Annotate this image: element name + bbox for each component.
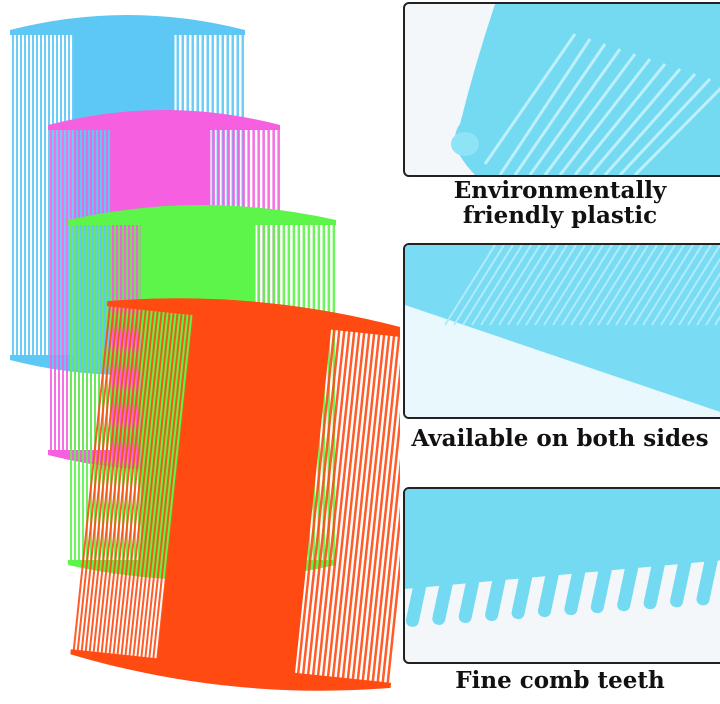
- caption-both-sides: Available on both sides: [400, 426, 720, 451]
- detail-panel-teeth: [403, 487, 720, 664]
- caption-plastic: Environmentally friendly plastic: [400, 178, 720, 228]
- caption-line: Available on both sides: [411, 425, 709, 452]
- caption-line: Fine comb teeth: [455, 667, 665, 694]
- caption-line: Environmentally: [453, 177, 667, 204]
- caption-fine-teeth: Fine comb teeth: [400, 668, 720, 693]
- detail-panel-both-sides: [403, 243, 720, 419]
- orange-comb: [70, 298, 400, 691]
- comb-stack: [10, 15, 400, 691]
- comb-closeup-fine-teeth: [405, 489, 720, 629]
- comb-closeup-teeth-tip: [451, 4, 720, 175]
- detail-panel-plastic: [403, 2, 720, 177]
- comb-closeup-both-sides: [405, 245, 720, 417]
- caption-line: friendly plastic: [462, 202, 658, 229]
